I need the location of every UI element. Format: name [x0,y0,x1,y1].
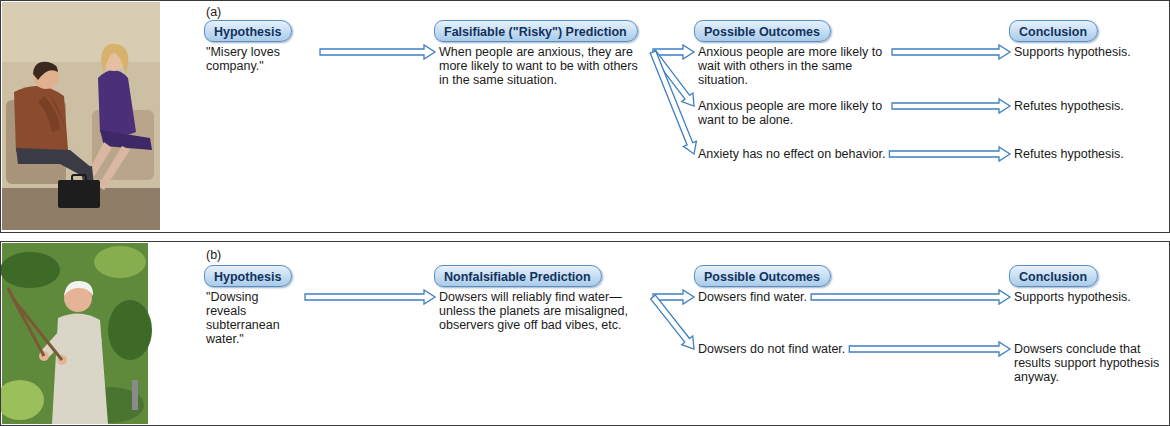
heading-text: Possible Outcomes [704,25,820,39]
statement-text-node: "Dowsing reveals subterranean water." [206,290,301,346]
photo-shape [2,2,160,230]
statement-text: When people are anxious, they are more l… [439,45,649,87]
statement-text: Dowsers do not find water. [698,342,845,356]
column-heading-pill: Possible Outcomes [694,265,831,287]
photo-shape [14,300,62,360]
photo-shape [132,380,138,410]
hollow-arrow [892,99,1010,113]
statement-text-node: Supports hypothesis. [1014,45,1131,59]
photo-shape [98,70,136,136]
statement-text-node: Refutes hypothesis. [1014,99,1124,113]
statement-text: Anxious people are more likely to wait w… [698,45,888,87]
hollow-arrow [892,45,1010,59]
column-heading-pill: Possible Outcomes [694,20,831,42]
column-heading-pill: Nonfalsifiable Prediction [434,265,602,287]
statement-text-node: Dowsers do not find water. [698,342,845,356]
hollow-arrow [651,295,694,349]
hollow-arrow [849,342,1010,356]
statement-text-node: Anxious people are more likely to want t… [698,99,888,127]
statement-text-node: Refutes hypothesis. [1014,147,1124,161]
photo-shape [98,146,130,190]
statement-text: "Dowsing reveals subterranean water." [206,290,301,346]
photo-shape [72,175,86,181]
column-heading-pill: Conclusion [1009,20,1098,42]
statement-text-node: Supports hypothesis. [1014,290,1131,304]
photo-shape [101,44,128,74]
panel-letter: (a) [206,5,221,19]
hollow-arrow [320,45,435,59]
statement-text: Dowsers conclude that results support hy… [1014,342,1169,384]
statement-text-node: "Misery loves company." [206,45,316,73]
statement-text: Anxiety has no effect on behavior. [698,147,885,161]
photo-shape [14,86,68,152]
hollow-arrow [811,290,1010,304]
statement-text: Dowsers find water. [698,290,807,304]
heading-text: Conclusion [1019,270,1087,284]
column-heading-pill: Falsifiable ("Risky") Prediction [434,20,638,42]
heading-text: Hypothesis [214,25,281,39]
heading-text: Nonfalsifiable Prediction [444,270,591,284]
photo-shape [14,300,44,356]
statement-text: Supports hypothesis. [1014,290,1131,304]
photo-shape [64,281,93,296]
statement-text: Anxious people are more likely to want t… [698,99,888,127]
panel-letter: (b) [206,248,221,262]
statement-text: Supports hypothesis. [1014,45,1131,59]
statement-text-node: Dowsers will reliably find water—unless … [439,290,649,332]
heading-text: Conclusion [1019,25,1087,39]
photo-shape [38,96,60,132]
statement-text: Refutes hypothesis. [1014,147,1124,161]
statement-text-node: Dowsers find water. [698,290,807,304]
panel-frame: (b) Hypothesis Nonfalsifiable Prediction Po… [0,241,1170,426]
heading-text: Possible Outcomes [704,270,820,284]
photo-shape [16,148,92,178]
hollow-arrow [305,290,435,304]
column-heading-pill: Hypothesis [204,20,292,42]
photo-shape [108,300,152,360]
statement-text-node: Anxious people are more likely to wait w… [698,45,888,87]
column-heading-pill: Hypothesis [204,265,292,287]
photo-shape [0,252,60,288]
dowser-photo [0,243,152,424]
statement-text-node: Anxiety has no effect on behavior. [698,147,885,161]
photo-shape [0,380,44,420]
photo-shape [94,246,146,278]
statement-text-node: Dowsers conclude that results support hy… [1014,342,1169,384]
photo-shape [33,62,58,80]
statement-text-node: When people are anxious, they are more l… [439,45,649,87]
heading-text: Falsifiable ("Risky") Prediction [444,25,627,39]
photo-illustration [0,0,170,426]
photo-shape [58,180,100,208]
photo-shape [52,313,108,424]
statement-text: "Misery loves company." [206,45,316,73]
photo-shape [2,2,160,62]
hollow-arrow [650,51,696,154]
panel-frame: (a) Hypothesis Falsifiable ("Risky") Predi… [0,0,1170,233]
heading-text: Hypothesis [214,270,281,284]
column-heading-pill: Conclusion [1009,265,1098,287]
statement-text: Dowsers will reliably find water—unless … [439,290,649,332]
statement-text: Refutes hypothesis. [1014,99,1124,113]
waiting-room-photo [2,2,160,230]
hollow-arrow [889,147,1010,161]
photo-shape [8,288,14,300]
